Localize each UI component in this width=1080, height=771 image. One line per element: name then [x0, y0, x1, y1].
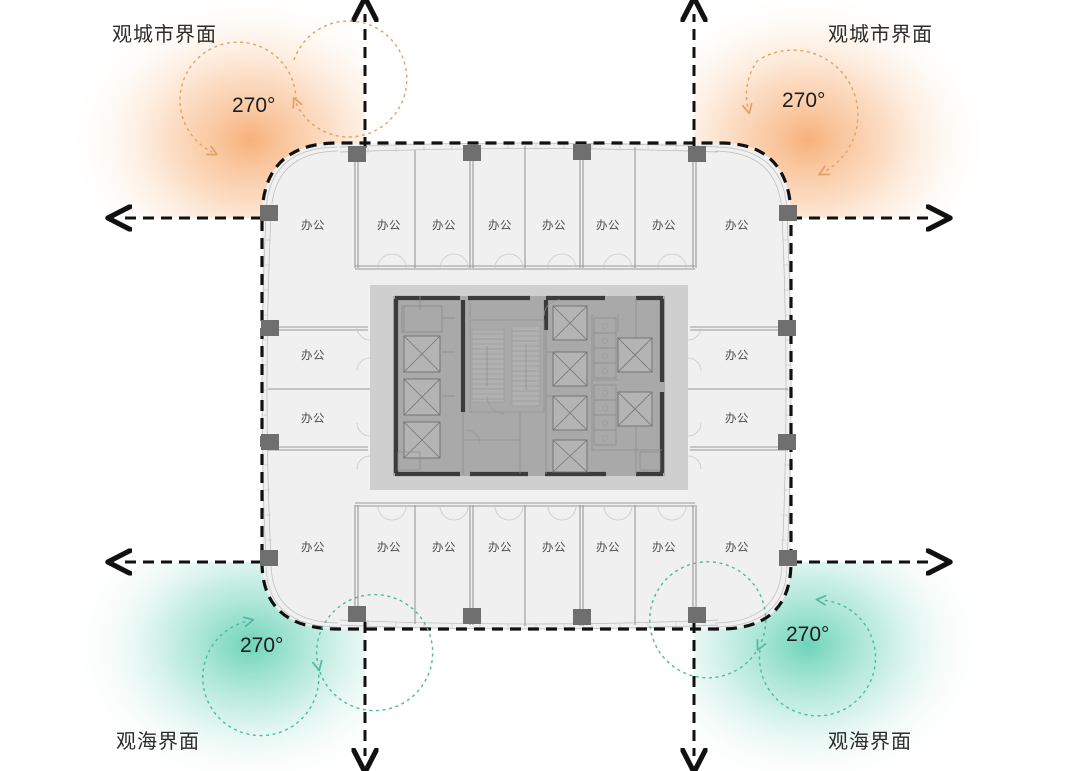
office-label: 办公 — [432, 220, 456, 232]
office-label: 办公 — [377, 220, 401, 232]
corner-label-top-right: 观城市界面 — [828, 24, 933, 46]
office-label: 办公 — [596, 220, 620, 232]
corner-label-top-left: 观城市界面 — [112, 24, 217, 46]
office-label: 办公 — [488, 220, 512, 232]
office-label: 办公 — [301, 350, 325, 362]
office-label: 办公 — [652, 220, 676, 232]
rotation-arc-bottom-right — [649, 561, 877, 717]
office-label: 办公 — [488, 542, 512, 554]
axis-arrows — [124, 14, 934, 756]
interior-partitions — [268, 146, 788, 626]
building-core — [370, 285, 688, 490]
restroom-stalls — [591, 314, 619, 450]
office-label: 办公 — [301, 542, 325, 554]
rotation-arc-top-right — [746, 49, 859, 172]
office-label: 办公 — [725, 542, 749, 554]
office-label: 办公 — [596, 542, 620, 554]
rotation-arc-top-left — [179, 20, 408, 152]
office-label: 办公 — [377, 542, 401, 554]
angle-label-bottom-right: 270° — [786, 623, 830, 646]
plot-boundary — [260, 141, 793, 631]
office-label: 办公 — [725, 220, 749, 232]
office-label: 办公 — [432, 542, 456, 554]
office-label: 办公 — [725, 350, 749, 362]
office-label: 办公 — [301, 413, 325, 425]
rotation-arc-bottom-left — [202, 593, 434, 737]
office-label: 办公 — [301, 220, 325, 232]
angle-label-top-left: 270° — [232, 94, 276, 117]
stair-core — [469, 319, 545, 413]
angle-label-top-right: 270° — [782, 89, 826, 112]
column-markers — [260, 144, 797, 625]
angle-label-bottom-left: 270° — [240, 634, 284, 657]
office-label: 办公 — [542, 542, 566, 554]
corner-label-bottom-right: 观海界面 — [828, 731, 912, 753]
office-label: 办公 — [542, 220, 566, 232]
office-label: 办公 — [725, 413, 749, 425]
corner-label-bottom-left: 观海界面 — [116, 731, 200, 753]
door-swings — [356, 253, 702, 521]
office-label: 办公 — [652, 542, 676, 554]
